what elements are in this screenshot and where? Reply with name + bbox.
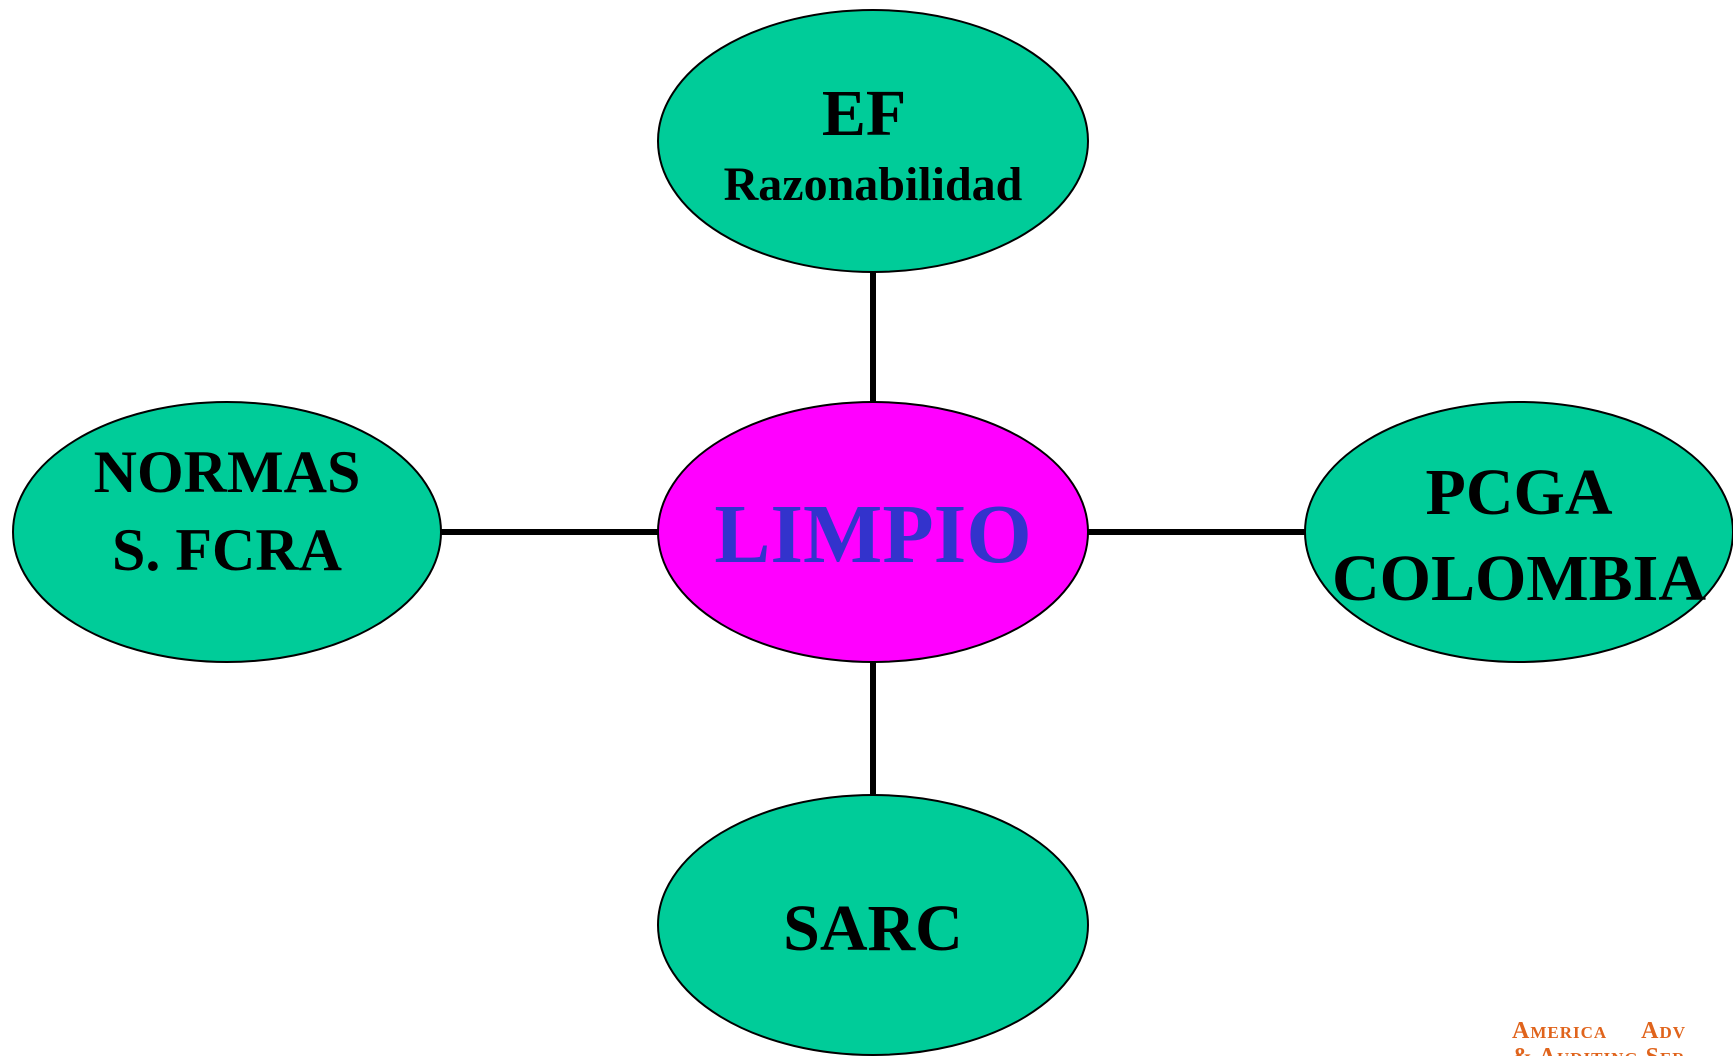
node-top-subtitle: Razonabilidad <box>724 158 1023 211</box>
node-top-ellipse <box>657 9 1089 273</box>
node-bottom: SARC <box>657 794 1089 1056</box>
node-left-line2: S. FCRA <box>112 517 342 583</box>
node-top-title: EF <box>822 77 906 150</box>
logo-line2: & Auditing Ser <box>1512 1044 1686 1056</box>
logo-word2: Adv <box>1641 1018 1687 1044</box>
node-left: NORMAS S. FCRA <box>12 401 442 663</box>
node-center-label: LIMPIO <box>714 488 1031 581</box>
logo-line1: America Adv <box>1512 1018 1686 1045</box>
company-logo: America Adv & Auditing Ser <box>1512 1018 1733 1056</box>
node-left-line1: NORMAS <box>94 439 361 505</box>
node-bottom-label: SARC <box>783 892 963 965</box>
logo-word1: America <box>1512 1018 1608 1044</box>
node-right-line1: PCGA <box>1426 456 1613 529</box>
node-right-ellipse <box>1304 401 1733 663</box>
node-top: EF Razonabilidad <box>657 9 1089 273</box>
node-right: PCGA COLOMBIA <box>1304 401 1733 663</box>
node-center-ellipse <box>657 401 1089 663</box>
node-center: LIMPIO <box>657 401 1089 663</box>
node-left-ellipse <box>12 401 442 663</box>
node-bottom-ellipse <box>657 794 1089 1056</box>
node-right-line2: COLOMBIA <box>1332 542 1706 615</box>
